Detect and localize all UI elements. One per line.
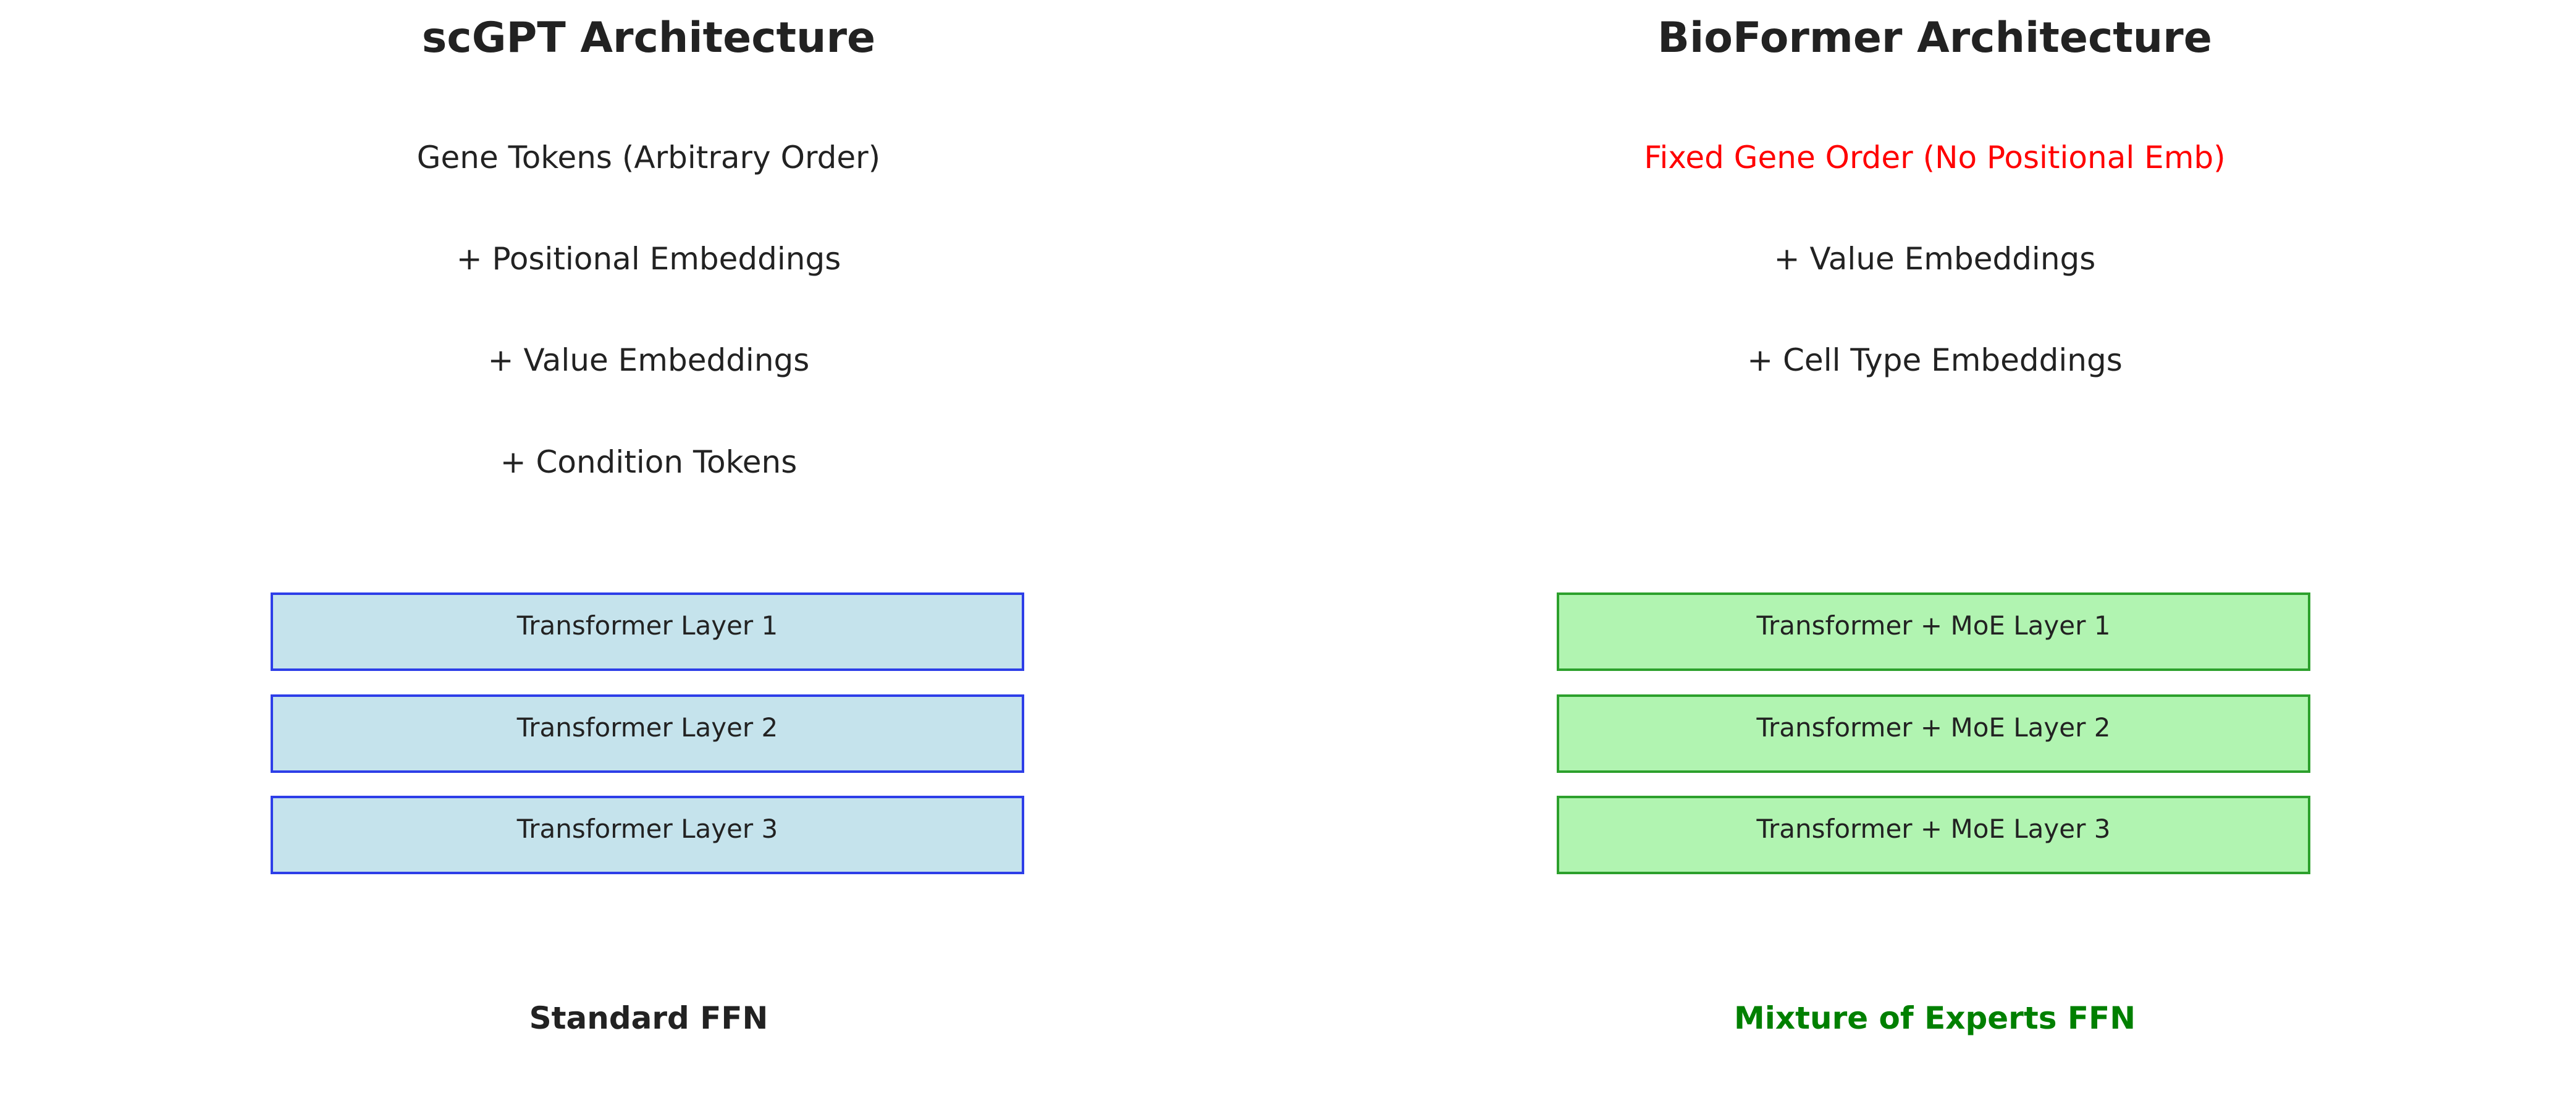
- scgpt-layer-1-label: Transformer Layer 1: [516, 610, 778, 641]
- scgpt-layer-2-label: Transformer Layer 2: [516, 712, 778, 743]
- scgpt-layer-3-label: Transformer Layer 3: [516, 814, 778, 844]
- scgpt-gene-tokens-label: Gene Tokens (Arbitrary Order): [416, 140, 881, 175]
- bioformer-value-embeddings-label: + Value Embeddings: [1774, 241, 2096, 277]
- bioformer-moe-layer-3: Transformer + MoE Layer 3: [1557, 796, 2310, 874]
- bioformer-cell-type-embeddings-label: + Cell Type Embeddings: [1747, 342, 2123, 378]
- scgpt-title: scGPT Architecture: [421, 14, 876, 62]
- scgpt-value-embeddings-label: + Value Embeddings: [487, 342, 810, 378]
- bioformer-moe-layer-1: Transformer + MoE Layer 1: [1557, 592, 2310, 671]
- bioformer-moe-layer-2: Transformer + MoE Layer 2: [1557, 694, 2310, 773]
- scgpt-transformer-layer-1: Transformer Layer 1: [271, 592, 1024, 671]
- bioformer-ffn-label: Mixture of Experts FFN: [1733, 1000, 2136, 1036]
- scgpt-transformer-layer-2: Transformer Layer 2: [271, 694, 1024, 773]
- bioformer-layer-3-label: Transformer + MoE Layer 3: [1756, 814, 2111, 844]
- scgpt-transformer-layer-3: Transformer Layer 3: [271, 796, 1024, 874]
- scgpt-condition-tokens-label: + Condition Tokens: [500, 444, 798, 480]
- scgpt-positional-embeddings-label: + Positional Embeddings: [456, 241, 841, 277]
- bioformer-layer-2-label: Transformer + MoE Layer 2: [1756, 712, 2111, 743]
- bioformer-layer-1-label: Transformer + MoE Layer 1: [1756, 610, 2111, 641]
- bioformer-title: BioFormer Architecture: [1657, 14, 2212, 62]
- scgpt-ffn-label: Standard FFN: [529, 1000, 768, 1036]
- scgpt-panel: scGPT Architecture Gene Tokens (Arbitrar…: [247, 0, 1050, 1096]
- bioformer-fixed-gene-order-label: Fixed Gene Order (No Positional Emb): [1644, 140, 2226, 175]
- bioformer-panel: BioFormer Architecture Fixed Gene Order …: [1533, 0, 2336, 1096]
